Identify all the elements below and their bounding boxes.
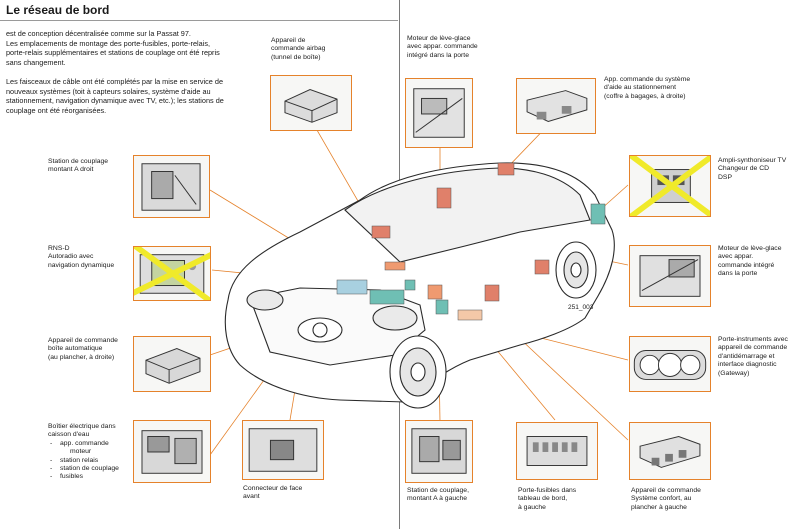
coupling-station-right-image	[133, 155, 210, 218]
intro-paragraph-1: est de conception décentralisée comme su…	[6, 29, 220, 67]
electric-box-contents: app. commande moteur station relais stat…	[48, 440, 119, 482]
car-body	[224, 162, 615, 403]
electric-box-image	[133, 420, 211, 483]
airbag-unit-image	[270, 75, 352, 131]
car-modules	[336, 162, 606, 321]
coupling-station-left-image	[405, 420, 473, 483]
page-title: Le réseau de bord	[6, 3, 110, 17]
instrument-cluster-image	[629, 336, 711, 392]
wheels	[389, 241, 597, 409]
comfort-unit-image	[629, 422, 711, 480]
crossout-mark	[630, 156, 710, 216]
fuse-holder-image	[516, 422, 598, 480]
title-rule	[0, 20, 398, 21]
label-coupling-station-left: Station de couplage,montant A à gauche	[407, 487, 469, 503]
rns-radio-image	[133, 246, 211, 301]
intro-paragraph-2: Les faisceaux de câble ont été complétés…	[6, 77, 224, 115]
figure-code: 251_003	[568, 304, 594, 311]
amplifier-tv-cd-image	[629, 155, 711, 217]
gearbox-unit-image	[133, 336, 211, 392]
front-connector-image	[242, 420, 324, 480]
parking-aid-unit-image	[516, 78, 596, 134]
window-motor-rear-image	[629, 245, 711, 307]
window-motor-front-image	[405, 78, 473, 148]
crossout-mark	[134, 247, 210, 300]
